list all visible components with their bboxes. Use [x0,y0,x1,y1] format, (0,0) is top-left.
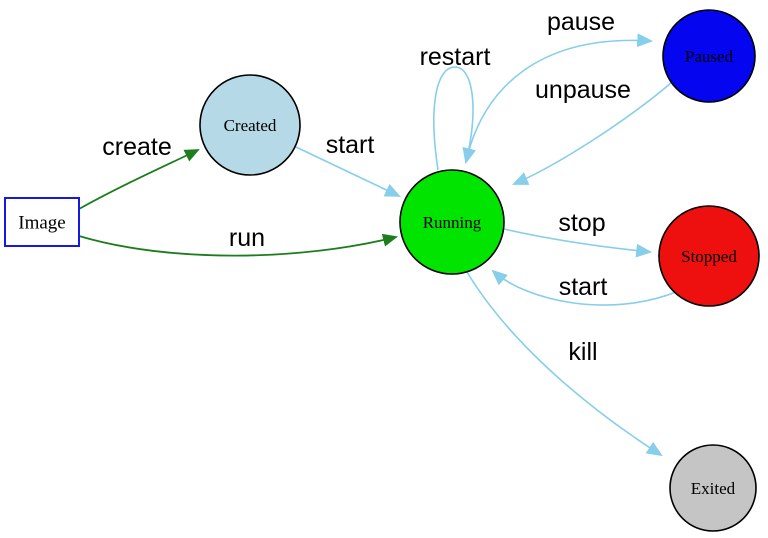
node-label-exited: Exited [691,479,736,498]
edge-unpause [512,82,672,185]
edge-label-create: create [102,133,171,161]
node-image [4,197,80,247]
node-label-image: Image [18,213,65,234]
node-created [199,74,301,176]
edge-label-pause: pause [547,8,615,36]
edge-stop [503,228,653,258]
edge-kill [466,271,663,457]
node-label-paused: Paused [685,47,734,66]
edges-layer [78,33,677,457]
node-label-running: Running [423,213,482,232]
edge-run [78,233,398,257]
edge-label-start-stopped: start [559,273,608,301]
node-exited [669,444,757,532]
edge-label-stop: stop [558,209,605,237]
edge-label-run: run [229,224,265,252]
edge-label-kill: kill [568,338,597,366]
node-label-created: Created [224,116,277,135]
edge-label-start-created: start [326,131,375,159]
edge-label-unpause: unpause [535,76,631,104]
node-running [399,169,505,275]
edge-label-restart: restart [420,43,491,71]
edge-restart [433,66,476,171]
node-label-stopped: Stopped [681,247,737,266]
edge-pause [465,33,654,163]
edge-create [78,149,200,210]
edge-start-created [295,146,401,197]
edge-start-stopped [491,269,677,306]
edge-labels-layer: create run start restart pause unpause stop sta… [102,8,631,366]
node-stopped [658,205,760,307]
node-paused [662,9,756,103]
